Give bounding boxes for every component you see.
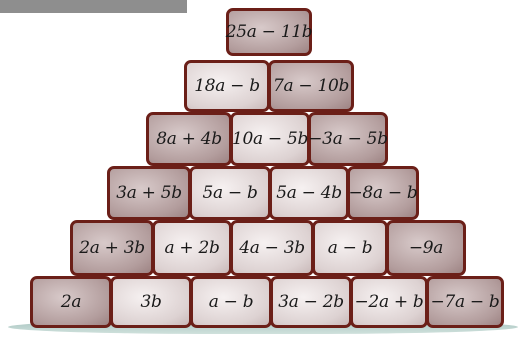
brick-r4-c0: 2a + 3b	[70, 220, 154, 276]
brick-r3-c1: 5a − b	[189, 166, 271, 220]
brick-r3-c2: 5a − 4b	[269, 166, 349, 220]
header-gray-bar	[0, 0, 187, 13]
brick-r1-c1: 7a − 10b	[268, 60, 354, 112]
brick-r5-c0: 2a	[30, 276, 112, 328]
brick-r2-c0: 8a + 4b	[146, 112, 232, 166]
brick-r4-c2: 4a − 3b	[230, 220, 314, 276]
brick-r3-c3: −8a − b	[347, 166, 419, 220]
brick-r4-c3: a − b	[312, 220, 388, 276]
brick-r5-c5: −7a − b	[426, 276, 504, 328]
brick-r0-c0: 25a − 11b	[226, 8, 313, 56]
brick-r2-c1: 10a − 5b	[230, 112, 310, 166]
brick-r4-c1: a + 2b	[152, 220, 232, 276]
brick-r2-c2: −3a − 5b	[308, 112, 388, 166]
brick-r1-c0: 18a − b	[184, 60, 270, 112]
brick-r4-c4: −9a	[386, 220, 466, 276]
brick-r3-c0: 3a + 5b	[107, 166, 191, 220]
brick-r5-c4: −2a + b	[350, 276, 428, 328]
brick-r5-c3: 3a − 2b	[270, 276, 352, 328]
brick-r5-c1: 3b	[110, 276, 192, 328]
brick-r5-c2: a − b	[190, 276, 272, 328]
